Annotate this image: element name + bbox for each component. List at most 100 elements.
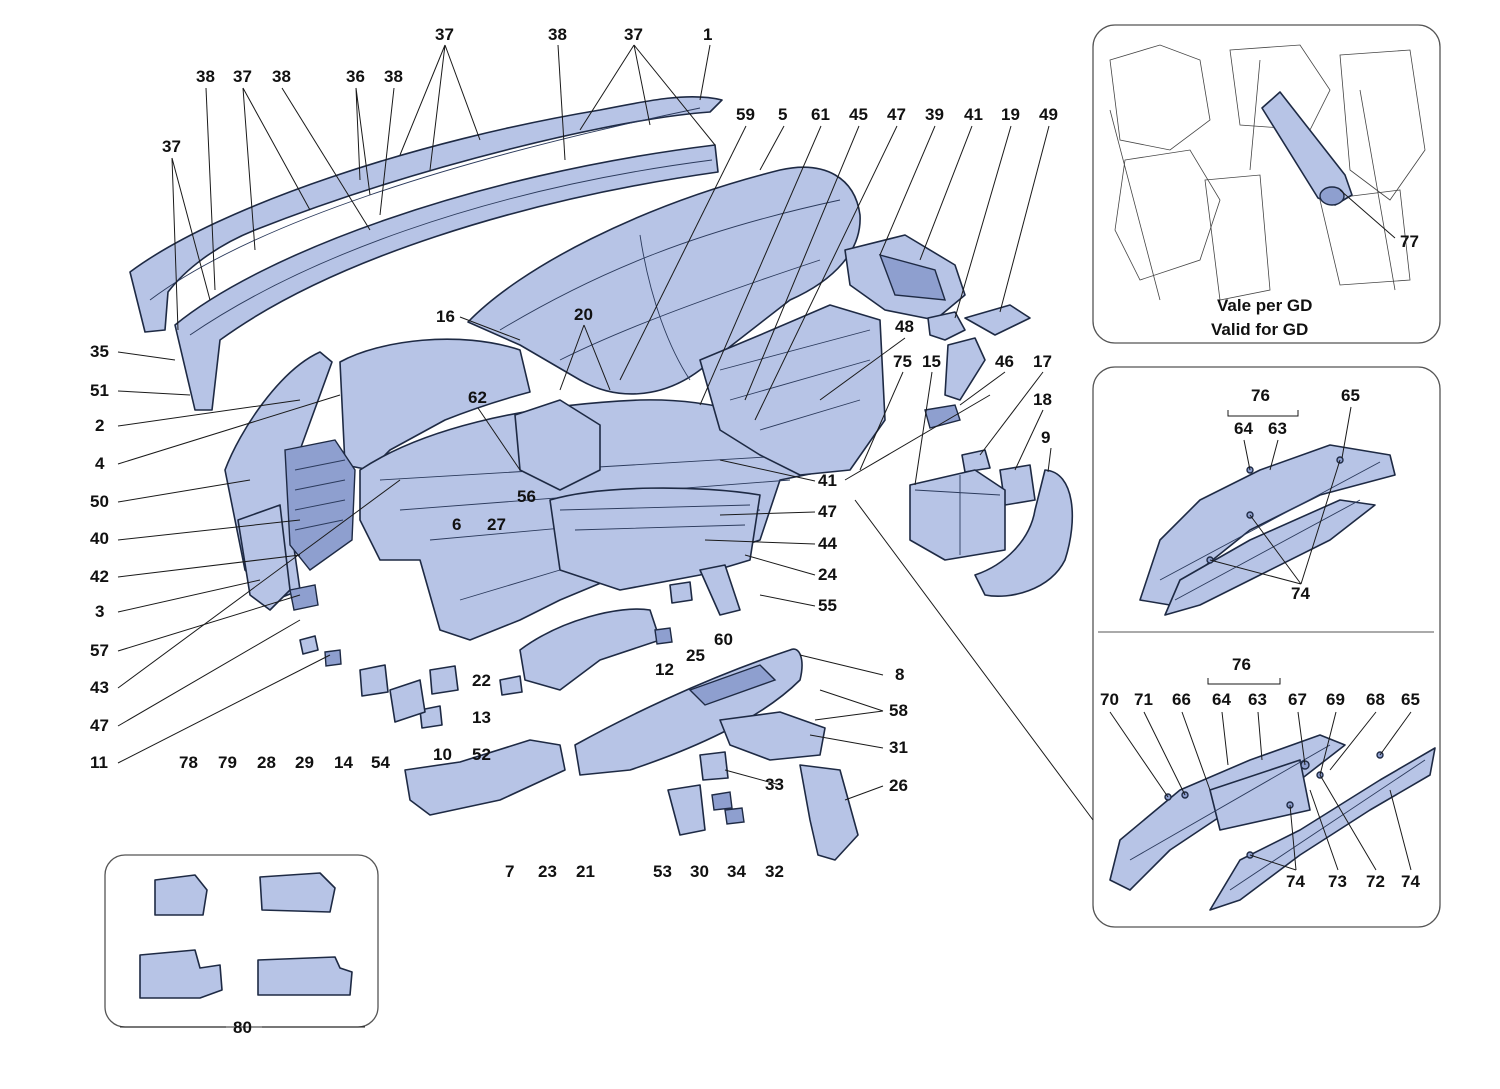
callout-label: 64	[1212, 690, 1231, 709]
callout-label: 65	[1401, 690, 1420, 709]
inset-gd-sketch	[1109, 44, 1426, 301]
part-32	[724, 807, 745, 825]
callout-label: 65	[1341, 386, 1360, 405]
callout-label: 14	[334, 753, 353, 772]
part-26	[799, 764, 859, 861]
part-dashboard-cover	[467, 166, 861, 395]
part-13	[499, 675, 523, 696]
callout-label: 50	[90, 492, 109, 511]
part-33	[699, 751, 729, 781]
callout-label: 32	[765, 862, 784, 881]
callout-label: 6	[452, 515, 461, 534]
inset-glovebox: 76 64 63 65 74 76 70 71 66 64 63 67 69 6…	[1092, 366, 1441, 928]
part-34	[711, 791, 733, 811]
part-60	[699, 564, 741, 616]
callout-label: 60	[714, 630, 733, 649]
callout-label: 11	[90, 753, 108, 772]
callout-label: 76	[1251, 386, 1270, 405]
callout-label: 8	[895, 665, 904, 684]
callout-label: 54	[371, 753, 390, 772]
callout-label: 38	[272, 67, 291, 86]
main-assembly	[129, 95, 1074, 861]
main-leader-lines	[117, 44, 1052, 801]
part-knee-panel	[404, 739, 566, 816]
callout-label: 74	[1401, 872, 1420, 891]
main-callouts: 37 38 37 1 38 37 38 36 38 37 59 5 61 45 …	[90, 25, 1058, 881]
callout-label: 1	[703, 25, 712, 44]
callout-label: 80	[233, 1018, 252, 1037]
part-80-piece-b	[259, 872, 336, 913]
callout-label: 21	[576, 862, 595, 881]
part-lower-trim-vent	[688, 664, 777, 706]
part-52	[519, 608, 661, 691]
callout-label: 79	[218, 753, 237, 772]
part-left-pad	[339, 338, 531, 471]
callout-label: 74	[1291, 584, 1310, 603]
callout-label: 2	[95, 416, 104, 435]
part-airbag-box	[909, 469, 1006, 561]
inset-part-80: 80	[104, 854, 379, 1037]
callout-label: 43	[90, 678, 109, 697]
callout-label: 49	[1039, 105, 1058, 124]
part-49	[964, 304, 1031, 336]
part-right-side-panel	[974, 469, 1074, 598]
callout-label: 29	[295, 753, 314, 772]
callout-label: 16	[436, 307, 455, 326]
callout-label: 25	[686, 646, 705, 665]
part-trim-strip	[174, 144, 719, 411]
part-46	[924, 404, 961, 429]
callout-label: 13	[472, 708, 491, 727]
callout-label: 55	[818, 596, 837, 615]
callout-label: 39	[925, 105, 944, 124]
callout-label: 47	[90, 716, 109, 735]
callout-label: 4	[95, 454, 105, 473]
callout-label: 38	[196, 67, 215, 86]
callout-label: 41	[818, 471, 837, 490]
callout-label: 18	[1033, 390, 1052, 409]
callout-label: 57	[90, 641, 109, 660]
glovebox-lower-door	[1209, 759, 1311, 831]
callout-label: 24	[818, 565, 837, 584]
callout-label: 63	[1248, 690, 1267, 709]
callout-label: 61	[811, 105, 830, 124]
callout-label: 71	[1134, 690, 1153, 709]
part-80-piece-d	[257, 956, 353, 996]
callout-label: 70	[1100, 690, 1119, 709]
part-right-bracket-frame	[699, 304, 886, 476]
callout-label: 64	[1234, 419, 1253, 438]
part-19	[927, 311, 966, 341]
inset-part-80-frame	[104, 854, 379, 1028]
callout-label: 20	[574, 305, 593, 324]
callout-label: 75	[893, 352, 912, 371]
callout-label: 36	[346, 67, 365, 86]
part-31	[719, 711, 826, 761]
callout-label: 35	[90, 342, 109, 361]
part-12	[654, 627, 673, 645]
callout-label: 74	[1286, 872, 1305, 891]
glovebox-lower-rear	[1209, 747, 1436, 911]
callout-label: 72	[1366, 872, 1385, 891]
callout-label: 78	[179, 753, 198, 772]
callout-label: 66	[1172, 690, 1191, 709]
inset-gd-caption-line1: Vale per GD	[1217, 296, 1312, 315]
callout-label: 31	[889, 738, 908, 757]
callout-label: 23	[538, 862, 557, 881]
callout-label: 63	[1268, 419, 1287, 438]
part-10	[429, 665, 459, 695]
callout-label: 42	[90, 567, 109, 586]
part-25	[669, 581, 693, 604]
part-30	[667, 784, 706, 836]
callout-label: 7	[505, 862, 514, 881]
part-78	[299, 635, 319, 655]
callout-label: 27	[487, 515, 506, 534]
callout-label: 9	[1041, 428, 1050, 447]
callout-label: 67	[1288, 690, 1307, 709]
callout-label: 76	[1232, 655, 1251, 674]
callout-label: 37	[435, 25, 454, 44]
callout-label: 51	[90, 381, 109, 400]
callout-label: 47	[818, 502, 837, 521]
callout-label: 15	[922, 352, 941, 371]
callout-label: 46	[995, 352, 1014, 371]
callout-label: 33	[765, 775, 784, 794]
